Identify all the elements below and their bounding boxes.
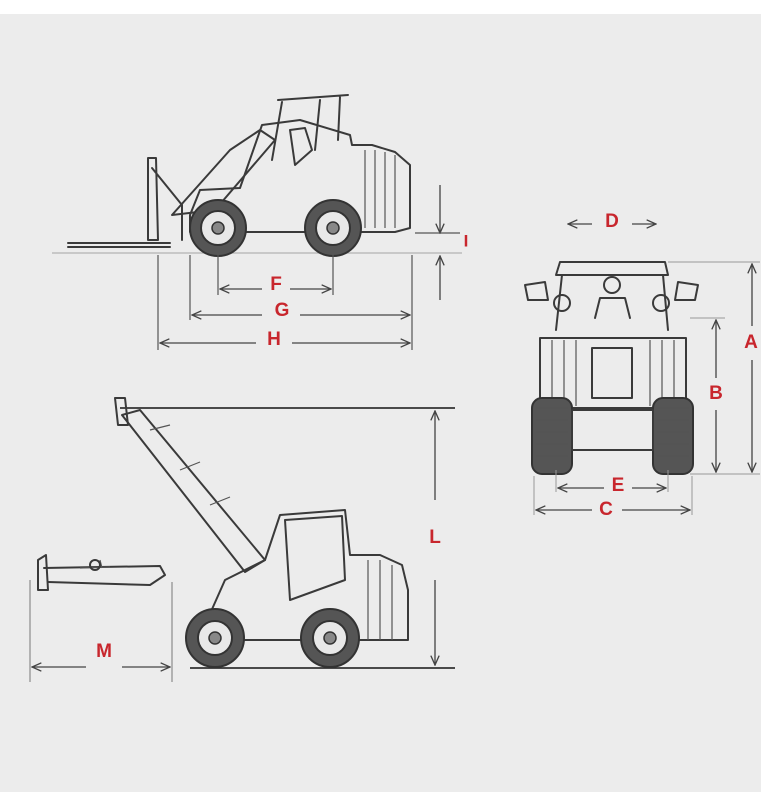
label-e: E bbox=[612, 475, 625, 496]
front-hub-side bbox=[211, 221, 225, 235]
boom-fork-head bbox=[114, 397, 129, 426]
front-light-left bbox=[553, 294, 571, 312]
front-roof bbox=[555, 261, 669, 276]
label-c: C bbox=[599, 499, 613, 520]
label-f: F bbox=[270, 274, 282, 295]
label-m: M bbox=[96, 641, 112, 662]
boom-loader-body bbox=[204, 509, 409, 641]
fork-detail-carriage bbox=[37, 554, 49, 591]
front-center-panel bbox=[591, 347, 633, 399]
label-h: H bbox=[267, 329, 281, 350]
boom-engine-grille bbox=[367, 560, 393, 640]
rear-hub-side bbox=[326, 221, 340, 235]
fork-detail: M bbox=[29, 554, 173, 682]
front-tire-right bbox=[652, 397, 694, 475]
fork-detail-bracket bbox=[79, 559, 111, 569]
label-l: L bbox=[429, 527, 441, 548]
rops-frame bbox=[271, 94, 349, 161]
front-grille bbox=[551, 340, 675, 406]
boom-sections bbox=[149, 424, 231, 506]
label-g: G bbox=[275, 300, 290, 321]
label-b: B bbox=[709, 383, 723, 404]
boom-view-loader: L bbox=[114, 397, 455, 669]
front-light-right bbox=[652, 294, 670, 312]
loader-body bbox=[189, 119, 411, 233]
side-view-loader: F G H I bbox=[52, 94, 469, 350]
front-view-loader: D A B E C bbox=[524, 211, 760, 520]
fork-detail-pin bbox=[89, 559, 101, 571]
front-body-block bbox=[539, 337, 687, 409]
label-d: D bbox=[605, 211, 619, 232]
front-tire-left bbox=[531, 397, 573, 475]
label-i: I bbox=[464, 231, 469, 250]
fork-tines bbox=[67, 242, 171, 248]
front-operator-body bbox=[594, 297, 631, 319]
mirror-left bbox=[524, 281, 549, 301]
front-cab-posts bbox=[555, 274, 669, 331]
diagram-background bbox=[0, 14, 761, 792]
engine-grille bbox=[364, 150, 396, 228]
label-a: A bbox=[744, 332, 758, 353]
operator-seat bbox=[289, 127, 313, 166]
boom-rear-hub bbox=[323, 631, 337, 645]
fork-detail-tines bbox=[43, 565, 166, 586]
boom-front-hub bbox=[208, 631, 222, 645]
mirror-right bbox=[674, 281, 699, 301]
front-tire-treads bbox=[536, 407, 689, 457]
front-operator-head bbox=[603, 276, 621, 294]
boom-cab-window bbox=[284, 515, 346, 601]
front-axle-housing bbox=[571, 409, 654, 451]
